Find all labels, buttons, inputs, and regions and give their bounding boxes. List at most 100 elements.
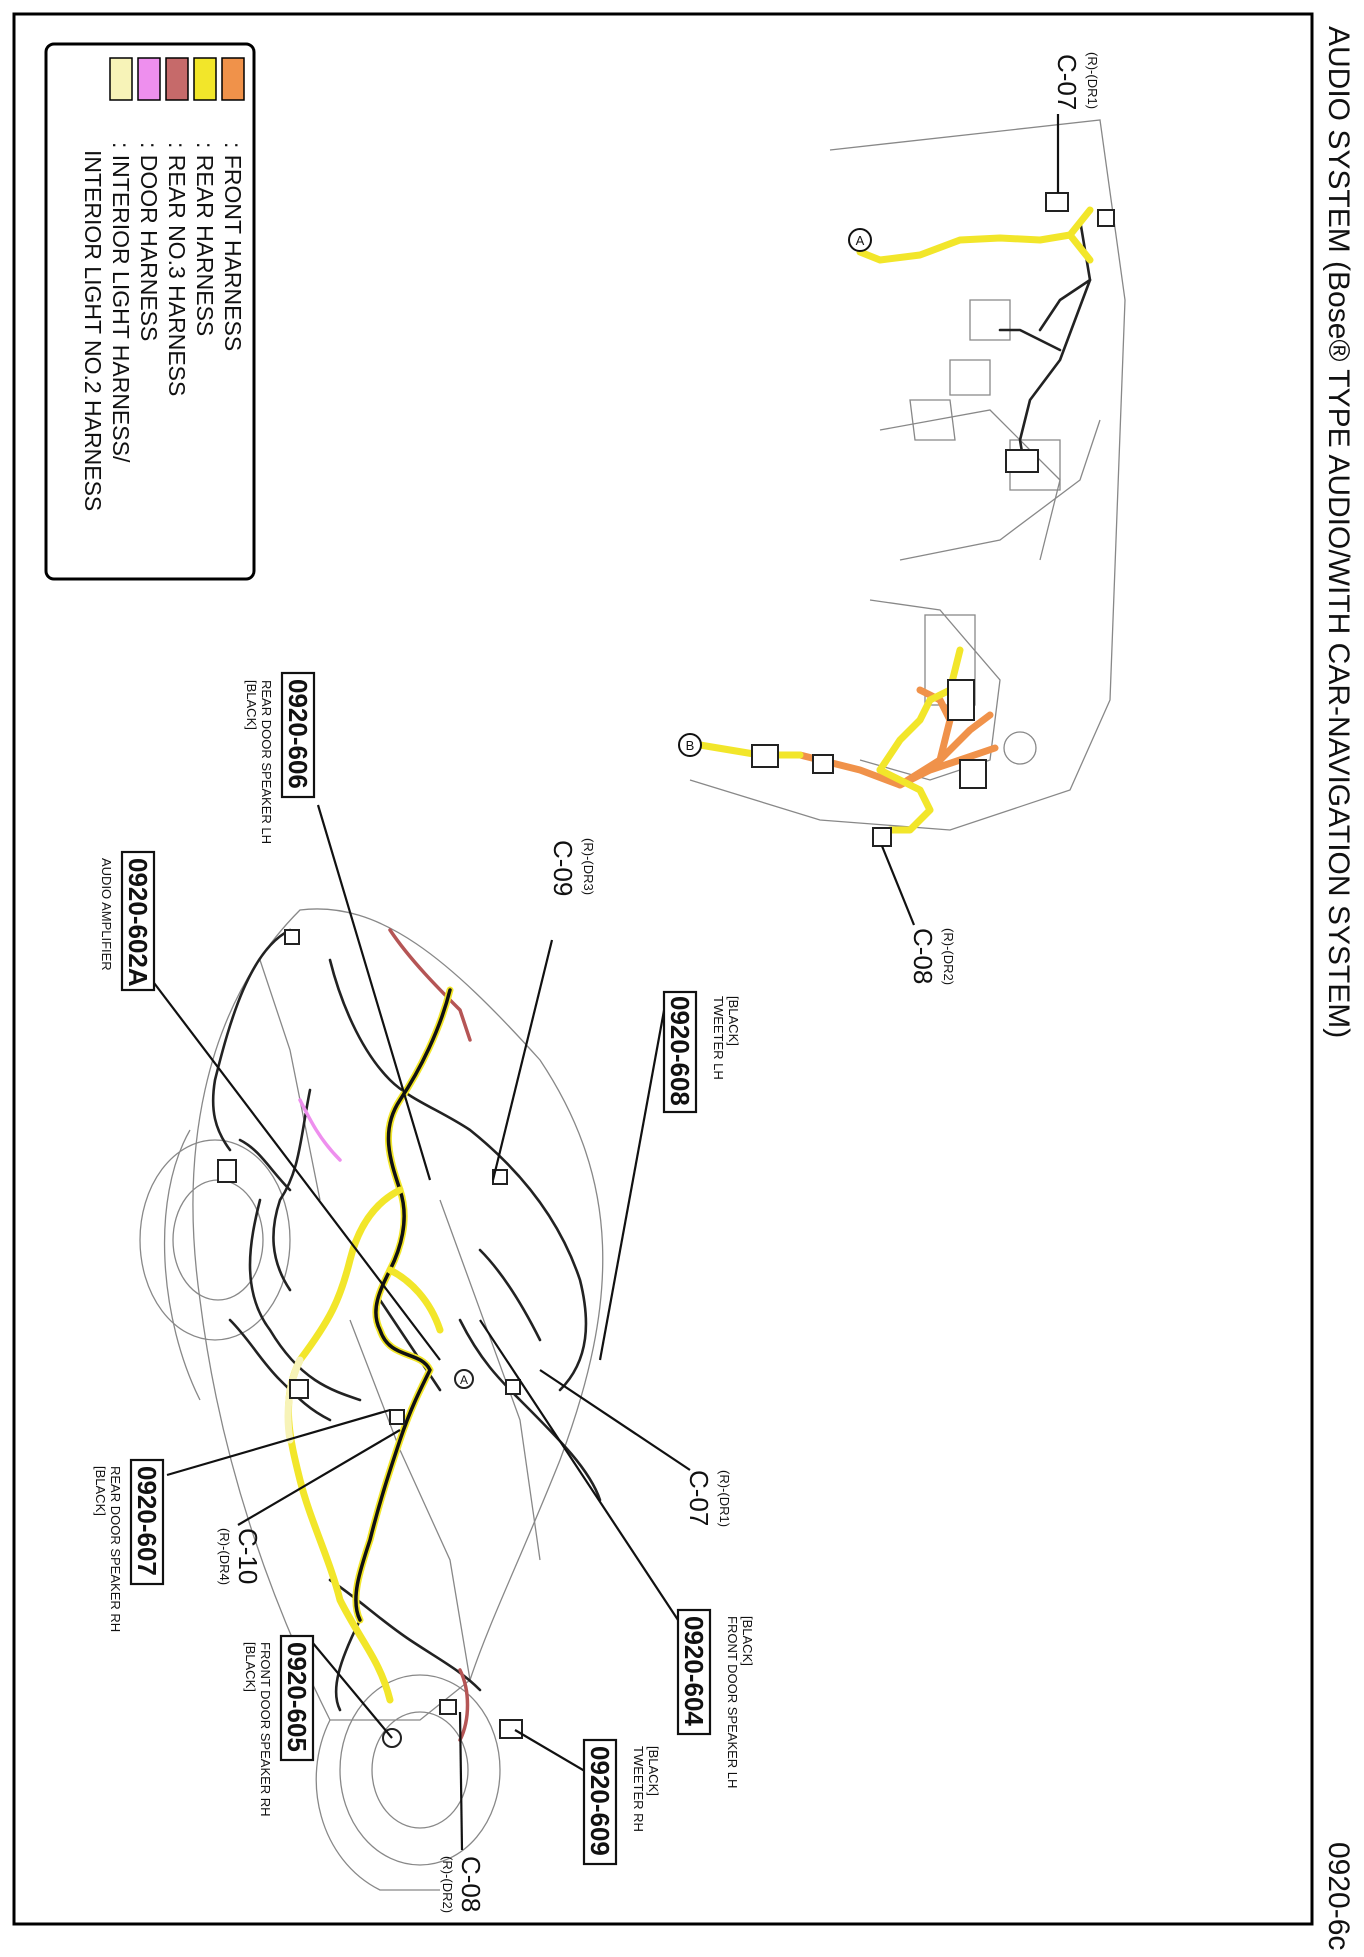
detail-connector-unit [947,679,975,721]
legend-label-interior-light-harness: : INTERIOR LIGHT HARNESS/ [108,142,134,463]
detail-outline-grommet [1003,731,1037,765]
leader-608 [598,1004,667,1361]
car-rear-no3-harness [388,928,472,1042]
car-outline-rear [163,1129,201,1401]
legend-swatch-door-harness [137,57,161,101]
connector-c07-car-sub: (R)-(DR1) [717,1470,732,1527]
car-rear-harness-main [352,986,454,1624]
page-title: AUDIO SYSTEM (Bose® TYPE AUDIO/WITH CAR-… [1322,26,1355,1038]
detail-outline-console [899,419,1101,561]
car-connector-amp [289,1379,309,1399]
car-outline-pillar [439,1199,541,1561]
car-connector-rear-left [217,1159,237,1183]
harness-legend: : FRONT HARNESS : REAR HARNESS : REAR NO… [44,42,256,581]
page-code: 0920-6c [1322,1842,1355,1950]
leader-606 [316,804,432,1181]
callout-608-code: 0920-608 [665,996,695,1106]
car-black-wire-9 [228,1318,332,1422]
connector-c07-car: C-07 [684,1470,714,1526]
leader-604 [479,1319,679,1621]
detail-black-wire-3 [1038,278,1092,332]
connector-c07-top: C-07 [1052,54,1082,110]
callout-606-box [280,671,316,799]
car-interior-light-harness [284,1356,304,1444]
marker-b-label: B [686,738,695,753]
detail-connector-c08 [872,827,892,847]
detail-connector-lower [959,759,987,789]
callout-607-code: 0920-607 [132,1466,162,1576]
connector-c08-car-sub: (R)-(DR2) [440,1856,455,1913]
detail-connector-b [751,744,779,768]
car-outline-window [259,959,321,1201]
detail-outline-panel [879,409,1061,561]
detail-outline-part-4 [1009,439,1061,491]
car-connector-c07 [505,1379,521,1395]
car-black-wire-2 [328,958,588,1392]
car-black-wire-11 [478,1248,542,1342]
callout-607-box [129,1458,165,1586]
callout-606-code: 0920-606 [283,679,313,789]
legend-label-interior-light-no2: INTERIOR LIGHT NO.2 HARNESS [80,150,106,511]
connector-c09-sub: (R)-(DR3) [581,838,596,895]
leader-c07-car [539,1369,691,1471]
callout-602a-desc: AUDIO AMPLIFIER [99,858,114,971]
car-rear-no3-harness-front [458,1668,470,1742]
legend-label-door-harness: : DOOR HARNESS [136,142,162,341]
dashboard-detail-view: A B [678,114,1126,926]
detail-front-harness-2 [896,744,999,789]
detail-front-harness-3 [916,686,954,764]
legend-label-front-harness: : FRONT HARNESS [220,142,246,351]
car-door-harness [298,1098,342,1162]
legend-label-rear-no3-harness: : REAR NO.3 HARNESS [164,142,190,396]
connector-c08-top: C-08 [908,928,938,984]
detail-connector-c07 [1045,192,1069,212]
callout-607-desc: REAR DOOR SPEAKER RH [108,1466,123,1632]
callout-605-note: [BLACK] [243,1642,258,1692]
car-outline-rear-wheel-arch [139,1139,291,1341]
detail-black-wire-2 [998,328,1062,352]
callout-605-code: 0920-605 [282,1642,312,1752]
connector-c08-top-sub: (R)-(DR2) [941,928,956,985]
detail-outline-dash [689,119,1126,831]
car-outline-door-line [349,1319,471,1681]
car-connector-top-left [284,929,300,945]
car-outline-front-wheel [371,1711,469,1829]
legend-label-rear-harness: : REAR HARNESS [192,142,218,336]
legend-swatch-rear-harness [193,57,217,101]
car-rear-harness-spur [386,1266,444,1334]
legend-swatch-rear-no3-harness [165,57,189,101]
detail-outline-part-3 [909,399,956,441]
marker-a-top-label: A [856,233,865,248]
leader-c09 [491,939,554,1181]
callout-605-desc: FRONT DOOR SPEAKER RH [258,1642,273,1817]
legend-box [44,42,256,581]
car-black-wire-6 [378,1298,442,1392]
car-black-wire-1 [211,928,292,1152]
callout-607-note: [BLACK] [93,1466,108,1516]
callout-604-note: [BLACK] [740,1616,755,1666]
detail-outline-part-2 [949,359,991,396]
detail-outline-part-1 [969,299,1011,341]
callout-609-note: [BLACK] [646,1746,661,1796]
car-connector-c08 [439,1699,457,1715]
callout-608-box [662,990,698,1114]
callout-604-box [676,1608,712,1736]
leader-c10 [237,1429,401,1526]
leader-607 [166,1408,391,1477]
connector-c07-top-sub: (R)-(DR1) [1085,52,1100,109]
car-black-wire-10 [238,1138,292,1192]
car-outline-front-bumper [315,1719,440,1891]
legend-swatch-front-harness [221,57,245,101]
car-outline-rear-wheel [172,1179,264,1301]
callout-602a-box [120,850,156,992]
connector-c10-sub: (R)-(DR4) [217,1528,232,1585]
callout-609-code: 0920-609 [585,1746,615,1856]
callout-605-box [279,1634,315,1762]
car-outline-body [192,908,604,1721]
leader-c08-top [880,845,916,926]
connector-c10: C-10 [233,1528,263,1584]
car-black-wire-4 [248,1198,362,1402]
marker-a-car [454,1369,474,1389]
